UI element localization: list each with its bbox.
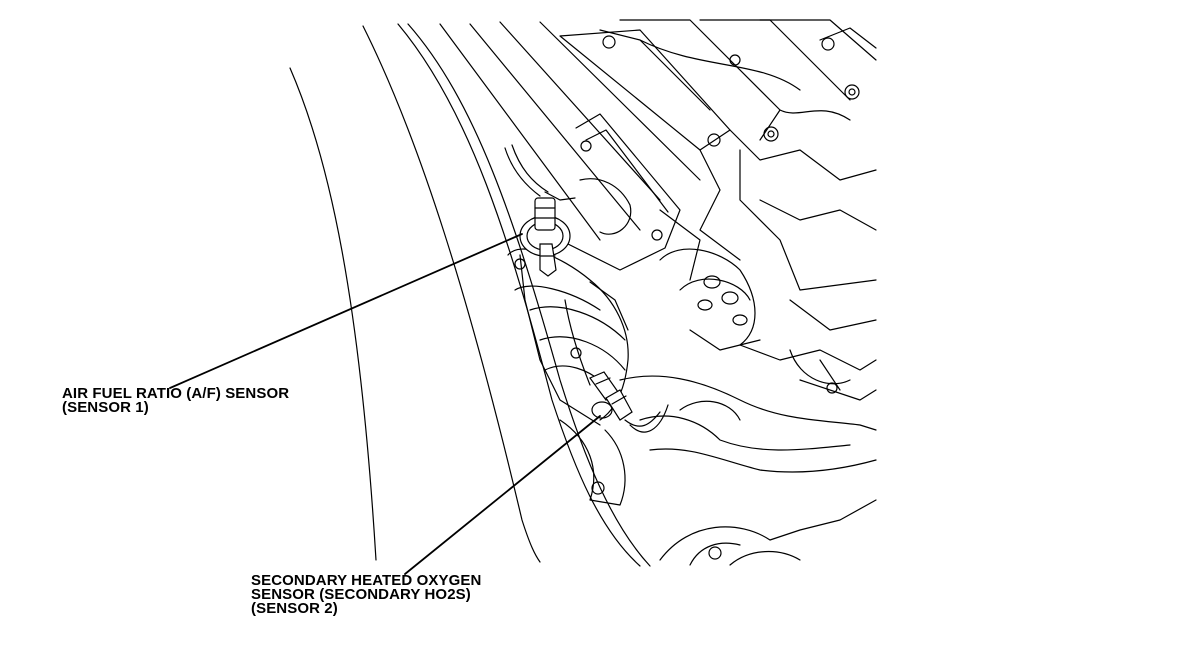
secondary-ho2s-callout: SECONDARY HEATED OXYGEN SENSOR (SECONDAR…: [251, 572, 482, 617]
af-sensor-callout-line2: (SENSOR 1): [62, 399, 149, 416]
leader-lines: [169, 233, 601, 575]
lower-structure: [559, 375, 877, 566]
secondary-ho2s-callout-line1: SECONDARY HEATED OXYGEN: [251, 572, 482, 589]
heat-shield-bracket: [559, 113, 681, 271]
leader-line-secondary-ho2s: [404, 415, 601, 575]
secondary-ho2s-sensor-2: [589, 371, 669, 433]
af-sensor-callout-line1: AIR FUEL RATIO (A/F) SENSOR: [62, 385, 290, 402]
af-sensor-1: [504, 144, 576, 277]
af-sensor-callout: AIR FUEL RATIO (A/F) SENSOR (SENSOR 1): [62, 385, 290, 416]
secondary-ho2s-callout-line2: SENSOR (SECONDARY HO2S): [251, 586, 471, 603]
body-panel-lines: [289, 23, 651, 567]
leader-line-af-sensor: [169, 233, 523, 389]
secondary-ho2s-callout-line3: (SENSOR 2): [251, 600, 338, 617]
engine-block: [439, 19, 877, 331]
